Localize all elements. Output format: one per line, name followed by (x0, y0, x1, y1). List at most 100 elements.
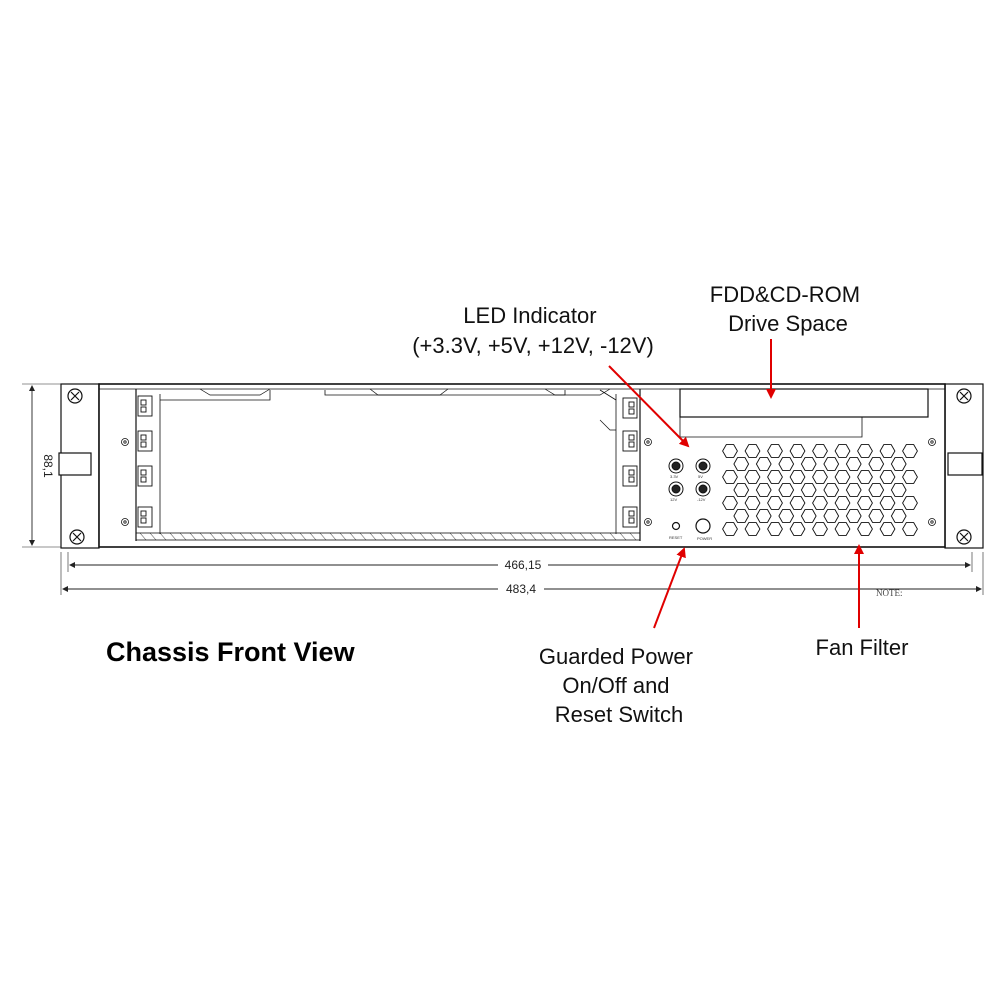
hex-cell (767, 522, 783, 536)
hex-cell (812, 470, 828, 484)
hex-cell (744, 496, 761, 510)
svg-text:Fan Filter: Fan Filter (816, 635, 909, 660)
panel-labels: 3.3V 5V 12V -12V RESET POWER (669, 474, 712, 541)
hex-cell (879, 470, 896, 484)
hex-cell (845, 457, 862, 471)
callout-power-line-3: Reset Switch (555, 702, 683, 727)
hex-cell (834, 444, 851, 458)
left-card-guides (137, 395, 153, 528)
hex-cell (902, 444, 918, 458)
hex-cell (789, 496, 806, 510)
right-top-screw-icon (956, 388, 972, 404)
hex-cell (823, 457, 840, 471)
led-icon (695, 458, 711, 474)
led-arrow (608, 365, 690, 448)
led-label: 12V (670, 497, 677, 502)
left-rack-ear (58, 383, 100, 549)
hex-cell (879, 496, 896, 510)
led-indicators (668, 458, 711, 497)
hex-cell (890, 457, 907, 471)
callout-drive-line-1: FDD&CD-ROM (710, 282, 860, 307)
svg-text:LED Indicator (+3.3V, +5: LED Indicator (+3.3V, +5V, +12V, -12V) (412, 303, 654, 358)
hex-cell (812, 522, 828, 536)
hex-cell (733, 457, 750, 471)
drive-bay (679, 388, 929, 438)
hex-cell (722, 470, 738, 484)
hex-cell (902, 496, 918, 510)
hex-cell (755, 457, 772, 471)
hex-cell (778, 509, 795, 523)
hex-cell (722, 522, 738, 536)
hex-cell (834, 496, 851, 510)
hex-cell (722, 444, 738, 458)
right-card-guides (622, 397, 638, 528)
hex-cell (767, 496, 783, 510)
hex-cell (890, 509, 907, 523)
diagram-title: Chassis Front View (106, 637, 356, 667)
hex-cell (868, 483, 885, 497)
hex-cell (789, 522, 806, 536)
hex-cell (800, 509, 817, 523)
led-label: 5V (698, 474, 703, 479)
callout-led-line-2: (+3.3V, +5V, +12V, -12V) (412, 333, 654, 358)
left-top-screw-icon (67, 388, 83, 404)
hex-cell (778, 483, 795, 497)
inner-width-dimension: 466,15 (505, 558, 542, 572)
hex-cell (834, 470, 851, 484)
callout-led-line-1: LED Indicator (463, 303, 596, 328)
led-icon (695, 481, 711, 497)
hex-cell (902, 470, 918, 484)
hex-cell (812, 444, 828, 458)
hex-cell (857, 444, 873, 458)
chassis (58, 383, 984, 549)
hex-cell (823, 509, 840, 523)
hex-cell (800, 457, 817, 471)
hex-cell (890, 483, 907, 497)
callout-led-indicator: LED Indicator (+3.3V, +5V, +12V, -12V) (412, 303, 690, 448)
svg-text:Guarded Power On/Off and: Guarded Power On/Off and Reset Switch (539, 644, 699, 727)
height-dimension: 88,1 (41, 454, 55, 478)
hex-cell (733, 509, 750, 523)
hex-cell (857, 496, 873, 510)
hex-cell (800, 483, 817, 497)
overall-width-dimension: 483,4 (506, 582, 536, 596)
svg-text:FDD&CD-ROM Drive Space: FDD&CD-ROM Drive Space (710, 282, 866, 336)
hex-cell (857, 522, 873, 536)
hex-cell (755, 509, 772, 523)
hex-cell (744, 444, 761, 458)
power-label: POWER (697, 536, 712, 541)
hex-cell (868, 457, 885, 471)
hex-cell (767, 444, 783, 458)
hex-cell (845, 509, 862, 523)
callout-fan-filter: Fan Filter (816, 544, 909, 660)
hex-cell (767, 470, 783, 484)
hex-cell (879, 522, 896, 536)
hex-cell (722, 496, 738, 510)
note-label: NOTE: (876, 588, 903, 598)
right-rack-ear (944, 383, 984, 549)
right-bottom-screw-icon (956, 529, 972, 545)
reset-switch-icon (671, 521, 681, 531)
hex-cell (812, 496, 828, 510)
hex-cell (733, 483, 750, 497)
callout-drive-line-2: Drive Space (728, 311, 848, 336)
hex-cell (857, 470, 873, 484)
hex-cell (789, 470, 806, 484)
hex-cell (823, 483, 840, 497)
hex-cell (744, 522, 761, 536)
hex-cell (902, 522, 918, 536)
hex-cell (789, 444, 806, 458)
led-label: -12V (697, 497, 706, 502)
hex-cell (834, 522, 851, 536)
hex-cell (778, 457, 795, 471)
led-label: 3.3V (670, 474, 679, 479)
callout-power-line-2: On/Off and (562, 673, 669, 698)
power-arrow (653, 547, 686, 629)
callout-power-switch: Guarded Power On/Off and Reset Switch (539, 547, 699, 727)
module-bay (121, 388, 936, 541)
callout-drive-space: FDD&CD-ROM Drive Space (710, 282, 866, 399)
hex-cell (744, 470, 761, 484)
hex-cell (868, 509, 885, 523)
callout-power-line-1: Guarded Power (539, 644, 693, 669)
